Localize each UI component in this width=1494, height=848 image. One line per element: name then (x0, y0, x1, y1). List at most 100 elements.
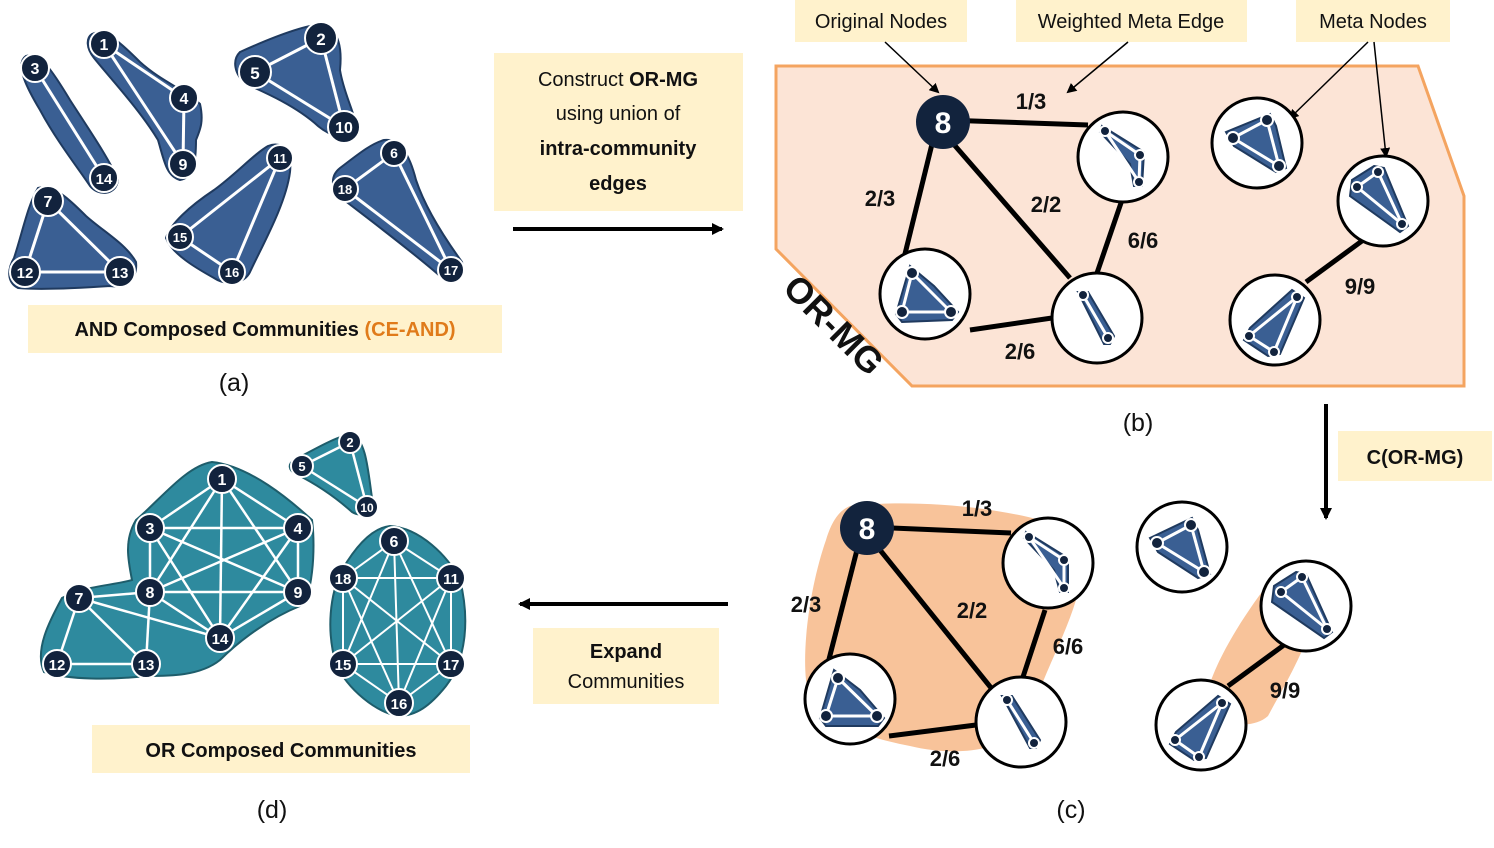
weight-c-61817-111516: 9/9 (1270, 678, 1301, 703)
svg-text:16: 16 (391, 696, 408, 713)
svg-text:10: 10 (360, 501, 374, 515)
weight-b-8-149: 1/3 (1016, 89, 1047, 114)
svg-text:4: 4 (180, 91, 189, 108)
svg-text:12: 12 (49, 657, 66, 674)
meta-edge-8-314 (948, 138, 1072, 280)
svg-text:13: 13 (112, 265, 129, 282)
weight-b-61817-111516: 9/9 (1345, 274, 1376, 299)
weight-c-8-71213: 2/3 (791, 592, 822, 617)
community-d-big (39, 460, 315, 680)
expand-box (533, 628, 719, 704)
meta-edge-c-8-71213 (824, 545, 861, 668)
svg-text:11: 11 (443, 571, 459, 588)
meta-node-7-12-13-b (878, 247, 972, 341)
svg-text:4: 4 (294, 521, 303, 538)
node-18: 18 (331, 175, 359, 203)
svg-text:10: 10 (335, 120, 353, 137)
svg-text:12: 12 (17, 265, 34, 282)
node-d-9: 9 (283, 577, 313, 607)
meta-edge-c-71213-314 (888, 722, 977, 739)
node-d-10: 10 (355, 495, 379, 519)
meta-node-2-5-10-c (1135, 500, 1229, 594)
meta-edge-8-71213 (900, 139, 936, 263)
svg-text:3: 3 (31, 61, 40, 78)
svg-text:6: 6 (390, 534, 399, 551)
svg-text:7: 7 (75, 591, 84, 608)
meta-edge-c-61817-111516 (1226, 642, 1286, 689)
weight-c-149-314: 6/6 (1053, 634, 1084, 659)
original-nodes-label: Original Nodes (815, 11, 947, 33)
weight-c-71213-314: 2/6 (930, 746, 961, 771)
svg-text:1: 1 (218, 472, 227, 489)
construct-line-2: using union of (556, 103, 681, 125)
svg-text:2: 2 (316, 30, 325, 49)
meta-node-1-4-9-b (1076, 110, 1170, 204)
meta-node-3-14-c (974, 675, 1068, 769)
node-d-6: 6 (379, 526, 409, 556)
pointer-meta-node-1 (1288, 41, 1369, 120)
node-d-11: 11 (436, 563, 466, 593)
caption-d: (d) (257, 796, 288, 824)
construct-label-box (494, 53, 743, 211)
node-d-4: 4 (283, 513, 313, 543)
node-11: 11 (266, 144, 294, 172)
meta-edge-71213-314 (969, 315, 1053, 333)
svg-text:8: 8 (859, 513, 876, 546)
meta-node-7-12-13-c (803, 652, 897, 746)
construct-step: Construct OR-MG using union of intra-com… (494, 53, 743, 235)
and-communities-label-box (28, 305, 502, 353)
node-15: 15 (166, 223, 194, 251)
meta-node-1-4-9-c (1001, 516, 1095, 610)
node-2: 2 (304, 21, 338, 55)
node-13: 13 (104, 256, 136, 288)
node-d-1: 1 (207, 464, 237, 494)
expand-step: Expand Communities (518, 598, 728, 704)
node-d-8: 8 (135, 577, 165, 607)
node-d-2: 2 (338, 430, 362, 454)
svg-text:18: 18 (335, 571, 352, 588)
node-d-13: 13 (131, 649, 161, 679)
node-8-c: 8 (840, 501, 894, 555)
weight-b-149-314: 6/6 (1128, 228, 1159, 253)
meta-node-6-18-17-b (1336, 154, 1430, 248)
svg-text:5: 5 (298, 459, 305, 474)
weighted-meta-edge-box (1016, 0, 1247, 42)
meta-node-11-15-16-c (1154, 678, 1248, 772)
svg-text:5: 5 (250, 64, 259, 83)
meta-edge-61817-111516 (1304, 235, 1368, 285)
meta-nodes-label: Meta Nodes (1319, 11, 1427, 33)
svg-text:9: 9 (294, 585, 303, 602)
weight-b-8-71213: 2/3 (865, 186, 896, 211)
caption-b: (b) (1123, 409, 1154, 437)
node-12: 12 (9, 256, 41, 288)
node-d-12: 12 (42, 649, 72, 679)
panel-a: 1 3 4 9 14 2 5 10 7 12 13 11 15 16 6 18 … (8, 21, 502, 397)
svg-text:6: 6 (390, 145, 398, 161)
node-d-7: 7 (64, 583, 94, 613)
node-8-b: 8 (916, 95, 970, 149)
weight-b-8-314: 2/2 (1031, 192, 1062, 217)
svg-text:7: 7 (44, 194, 53, 211)
panel-c: 1/3 2/3 2/2 6/6 2/6 9/9 8 (791, 496, 1353, 824)
construct-line-1: Construct OR-MG (538, 69, 698, 91)
meta-node-2-5-10-b (1210, 96, 1304, 190)
svg-text:11: 11 (273, 151, 287, 166)
node-d-5: 5 (290, 454, 314, 478)
weighted-meta-edge-label: Weighted Meta Edge (1038, 11, 1224, 33)
node-3: 3 (20, 53, 50, 83)
caption-c: (c) (1056, 796, 1085, 824)
svg-text:8: 8 (146, 585, 155, 602)
meta-node-3-14-b (1050, 271, 1144, 365)
node-d-18: 18 (328, 563, 358, 593)
node-16: 16 (218, 258, 246, 286)
pointer-original-node (884, 41, 940, 94)
node-17: 17 (437, 256, 465, 284)
svg-text:16: 16 (225, 265, 239, 280)
pointer-meta-edge (1066, 41, 1129, 94)
svg-text:15: 15 (173, 230, 187, 245)
original-nodes-box (795, 0, 967, 42)
pointer-meta-node-2 (1373, 41, 1391, 158)
meta-edge-c-8-314 (874, 543, 998, 696)
node-10: 10 (327, 110, 361, 144)
